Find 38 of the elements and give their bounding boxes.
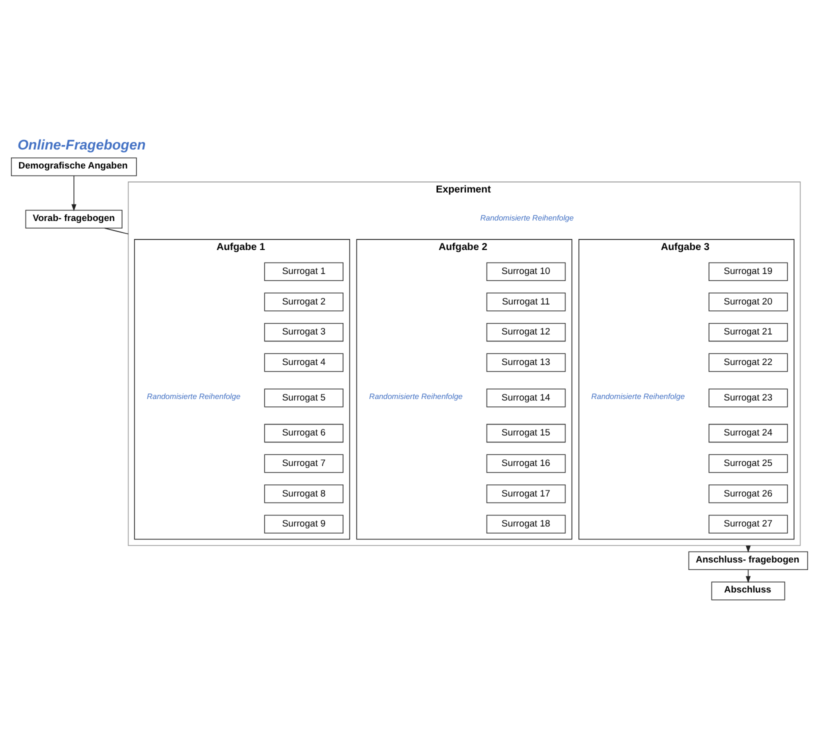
node-box: Surrogat 9 bbox=[264, 514, 344, 533]
arrow bbox=[71, 174, 76, 211]
label: Randomisierte Reihenfolge bbox=[369, 392, 463, 401]
label: Randomisierte Reihenfolge bbox=[480, 212, 574, 222]
node-box: Surrogat 15 bbox=[486, 423, 566, 442]
node-box: Surrogat 27 bbox=[708, 514, 788, 533]
node-box: Vorab- fragebogen bbox=[25, 209, 122, 228]
label: Randomisierte Reihenfolge bbox=[146, 392, 240, 401]
node-box: Abschluss bbox=[711, 581, 786, 600]
node-box: Surrogat 20 bbox=[708, 292, 788, 311]
node-box: Surrogat 4 bbox=[264, 352, 344, 372]
node-box: Surrogat 17 bbox=[486, 484, 566, 503]
node-box: Surrogat 26 bbox=[708, 484, 788, 503]
label: Randomisierte Reihenfolge bbox=[591, 392, 685, 401]
node-box: Surrogat 7 bbox=[264, 454, 344, 472]
node-box: Surrogat 3 bbox=[264, 322, 344, 342]
node-box: Surrogat 19 bbox=[708, 262, 788, 280]
node-box: Surrogat 14 bbox=[486, 388, 566, 407]
node-box: Surrogat 25 bbox=[708, 454, 788, 472]
node-box: Surrogat 10 bbox=[486, 262, 566, 280]
node-box: Surrogat 2 bbox=[264, 292, 344, 311]
node-box: Surrogat 1 bbox=[264, 262, 344, 280]
node-box: Surrogat 11 bbox=[486, 292, 566, 311]
node-box: Surrogat 13 bbox=[486, 352, 566, 372]
node-box: Surrogat 18 bbox=[486, 514, 566, 533]
node-box: Surrogat 5 bbox=[264, 388, 344, 407]
node-box: Surrogat 6 bbox=[264, 423, 344, 442]
node-box: Surrogat 22 bbox=[708, 352, 788, 372]
node-box: Demografische Angaben bbox=[10, 156, 137, 176]
node-box: Surrogat 21 bbox=[708, 322, 788, 342]
connector bbox=[104, 227, 129, 234]
node-box: Surrogat 12 bbox=[486, 322, 566, 342]
node-box: Anschluss- fragebogen bbox=[688, 550, 808, 570]
node-box: Surrogat 23 bbox=[708, 388, 788, 407]
node-box: Surrogat 16 bbox=[486, 454, 566, 472]
node-box: Surrogat 24 bbox=[708, 423, 788, 442]
node-box: Surrogat 8 bbox=[264, 484, 344, 503]
diagram-title: Online-Fragebogen bbox=[18, 136, 146, 152]
